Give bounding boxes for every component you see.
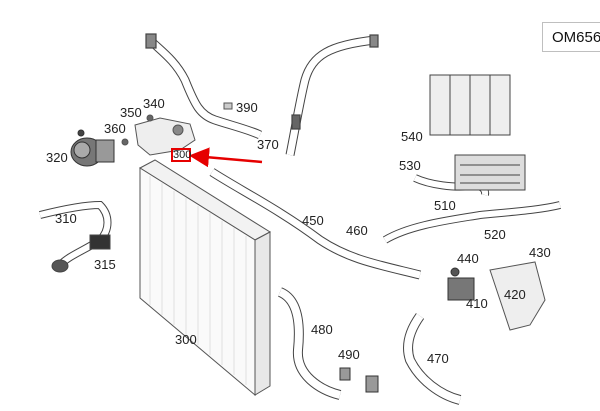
fitting-490[interactable]	[339, 367, 379, 393]
label-520[interactable]: 520	[484, 227, 506, 242]
hose-310[interactable]	[39, 200, 112, 273]
pointer-arrow	[189, 147, 263, 168]
engine-code-badge: OM656	[542, 22, 600, 52]
intercooler[interactable]	[429, 74, 511, 136]
bracket-420[interactable]	[489, 261, 546, 331]
label-450[interactable]: 450	[302, 213, 324, 228]
label-470[interactable]: 470	[427, 351, 449, 366]
oil-cooler[interactable]	[454, 154, 526, 191]
hose-510[interactable]	[382, 201, 561, 244]
hose-470[interactable]	[403, 313, 462, 405]
label-430[interactable]: 430	[529, 245, 551, 260]
label-315[interactable]: 315	[94, 257, 116, 272]
hose-450[interactable]	[209, 168, 422, 280]
label-370[interactable]: 370	[257, 137, 279, 152]
label-540[interactable]: 540	[401, 129, 423, 144]
label-510[interactable]: 510	[434, 198, 456, 213]
label-440[interactable]: 440	[457, 251, 479, 266]
label-350[interactable]: 350	[120, 105, 142, 120]
label-420[interactable]: 420	[504, 287, 526, 302]
hose-480[interactable]	[277, 287, 342, 400]
bolt-390[interactable]	[223, 102, 233, 110]
water-pump-320[interactable]	[70, 129, 115, 167]
label-390[interactable]: 390	[236, 100, 258, 115]
label-300[interactable]: 300	[175, 332, 197, 347]
label-530[interactable]: 530	[399, 158, 421, 173]
label-490[interactable]: 490	[338, 347, 360, 362]
label-460[interactable]: 460	[346, 223, 368, 238]
hose-370[interactable]	[145, 33, 379, 156]
label-410[interactable]: 410	[466, 296, 488, 311]
label-340[interactable]: 340	[143, 96, 165, 111]
label-310[interactable]: 310	[55, 211, 77, 226]
label-480[interactable]: 480	[311, 322, 333, 337]
valve-410[interactable]	[447, 267, 475, 301]
label-360[interactable]: 360	[104, 121, 126, 136]
label-320[interactable]: 320	[46, 150, 68, 165]
radiator-300[interactable]	[139, 159, 271, 397]
bracket-350[interactable]	[121, 114, 196, 156]
highlighted-part-label[interactable]: 300	[171, 148, 192, 162]
